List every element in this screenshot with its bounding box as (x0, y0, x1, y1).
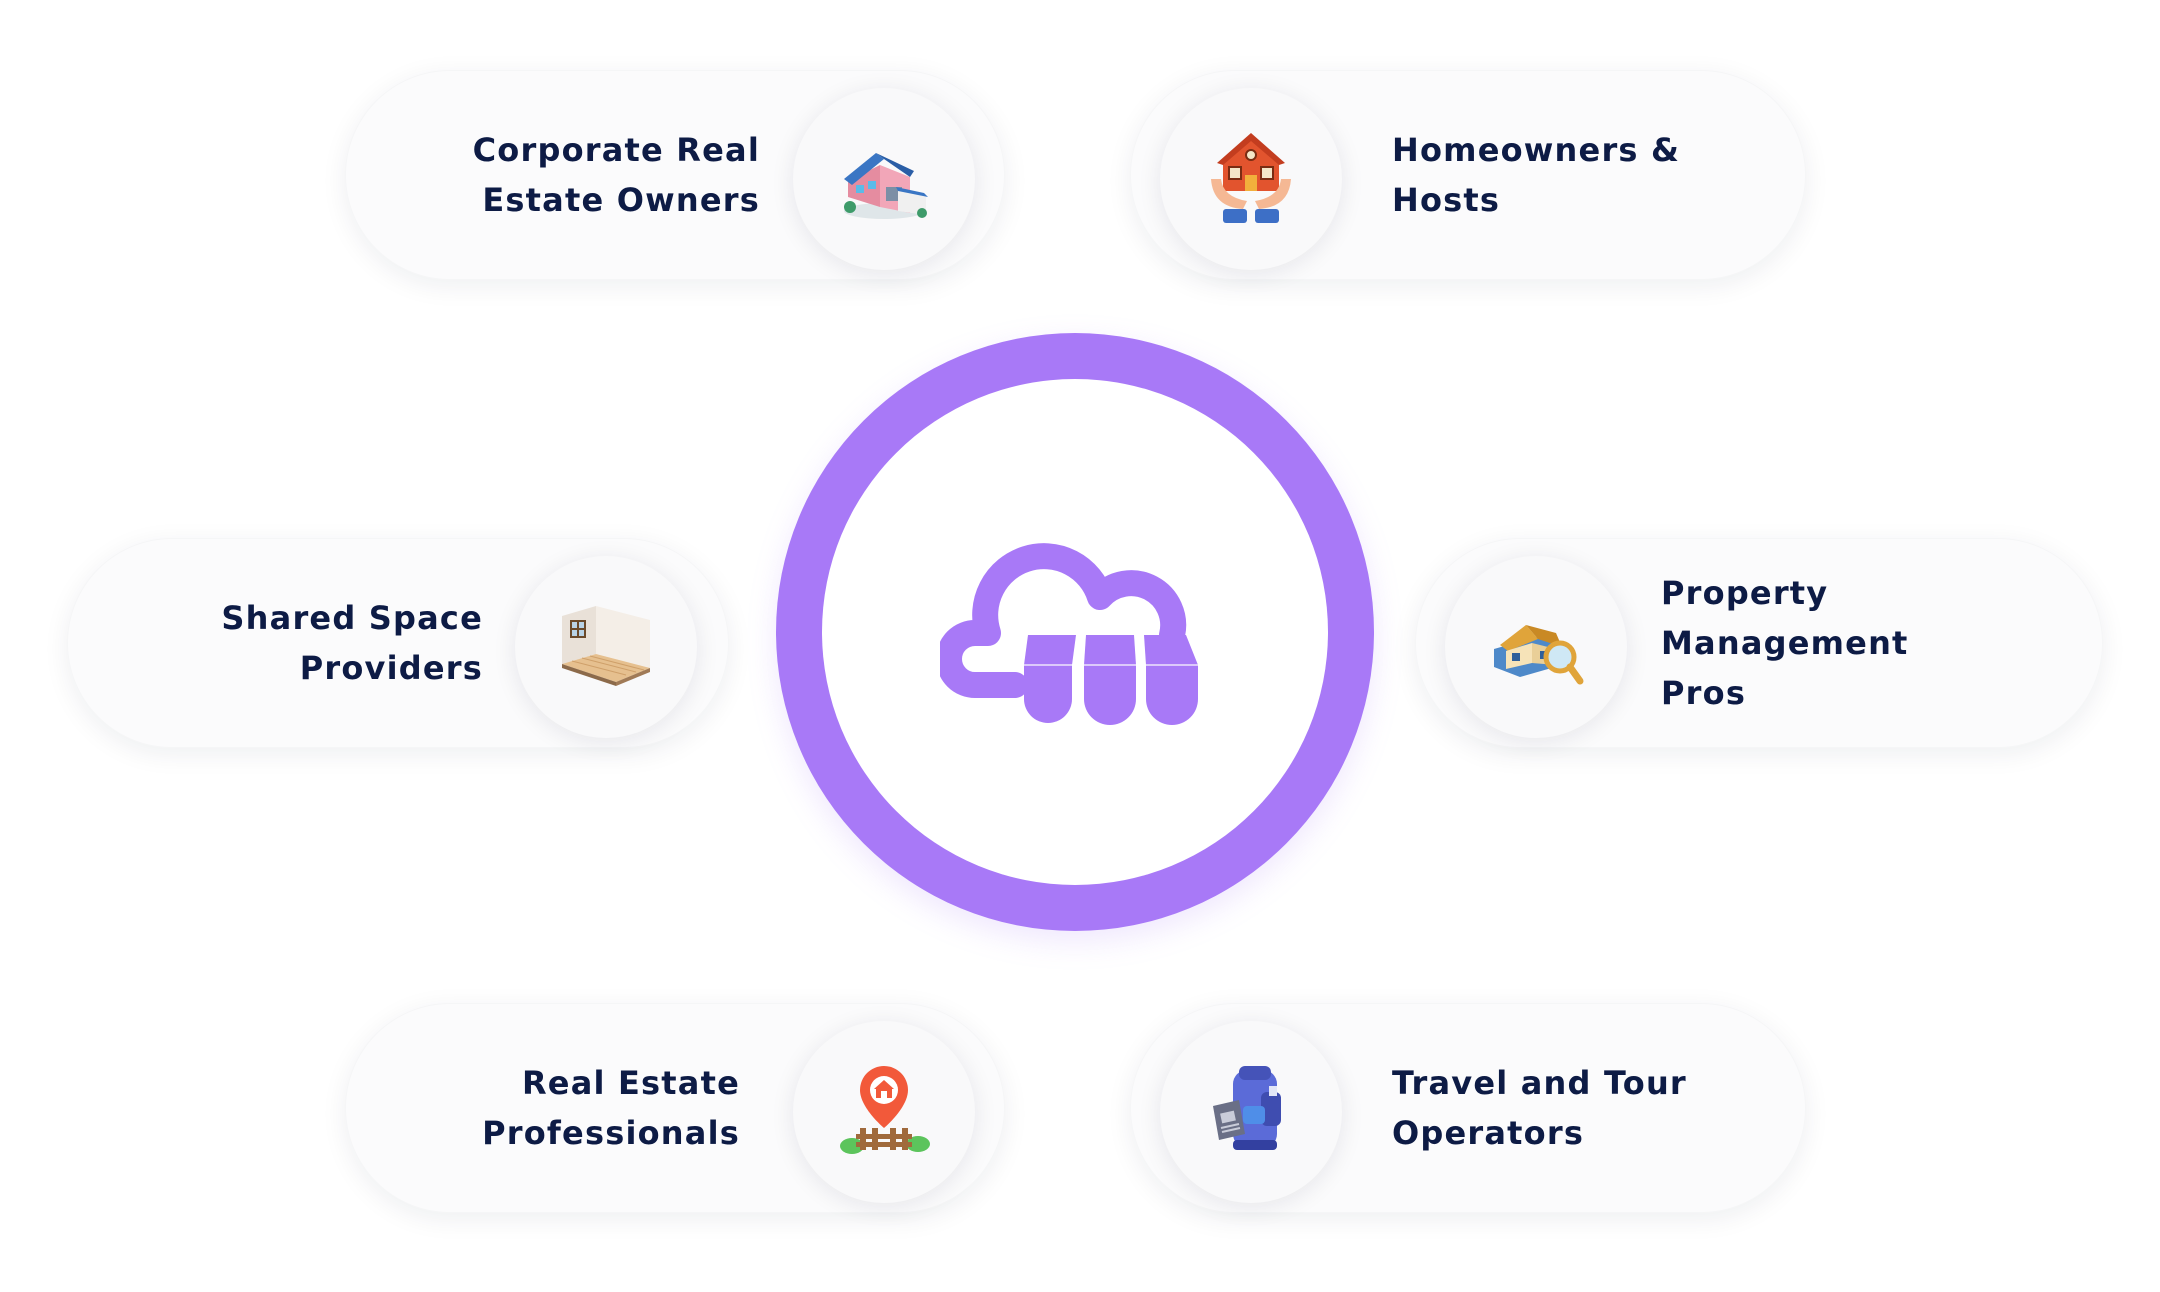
cloud-storefront-icon (940, 543, 1202, 725)
segment-label: Property Management Pros (1661, 574, 1909, 712)
segment-badge (793, 1021, 975, 1203)
hands-holding-house-icon (1211, 133, 1291, 223)
hub-ring (776, 333, 1374, 931)
location-pin-house-icon (840, 1066, 930, 1154)
house-magnifier-icon (1494, 625, 1584, 685)
segment-badge (793, 88, 975, 270)
hub-center (822, 379, 1328, 885)
house-garage-icon (844, 153, 928, 219)
backpack-passport-icon (1213, 1066, 1281, 1150)
segment-travel-tour-operators: Travel and Tour Operators (1130, 1003, 1806, 1213)
segment-label: Homeowners & Hosts (1392, 131, 1681, 219)
segment-property-management-pros: Property Management Pros (1415, 538, 2103, 748)
empty-room-icon (562, 606, 650, 686)
segment-real-estate-professionals: Real Estate Professionals (345, 1003, 1005, 1213)
segment-label: Corporate Real Estate Owners (472, 131, 760, 219)
segment-badge (1445, 556, 1627, 738)
segment-badge (515, 556, 697, 738)
segment-label: Shared Space Providers (221, 599, 483, 687)
segment-label: Real Estate Professionals (482, 1064, 740, 1152)
segment-label: Travel and Tour Operators (1392, 1064, 1687, 1152)
segment-badge (1160, 1021, 1342, 1203)
segment-badge (1160, 88, 1342, 270)
segment-shared-space-providers: Shared Space Providers (67, 538, 729, 748)
segment-homeowners-hosts: Homeowners & Hosts (1130, 70, 1806, 280)
segment-corporate-real-estate-owners: Corporate Real Estate Owners (345, 70, 1005, 280)
